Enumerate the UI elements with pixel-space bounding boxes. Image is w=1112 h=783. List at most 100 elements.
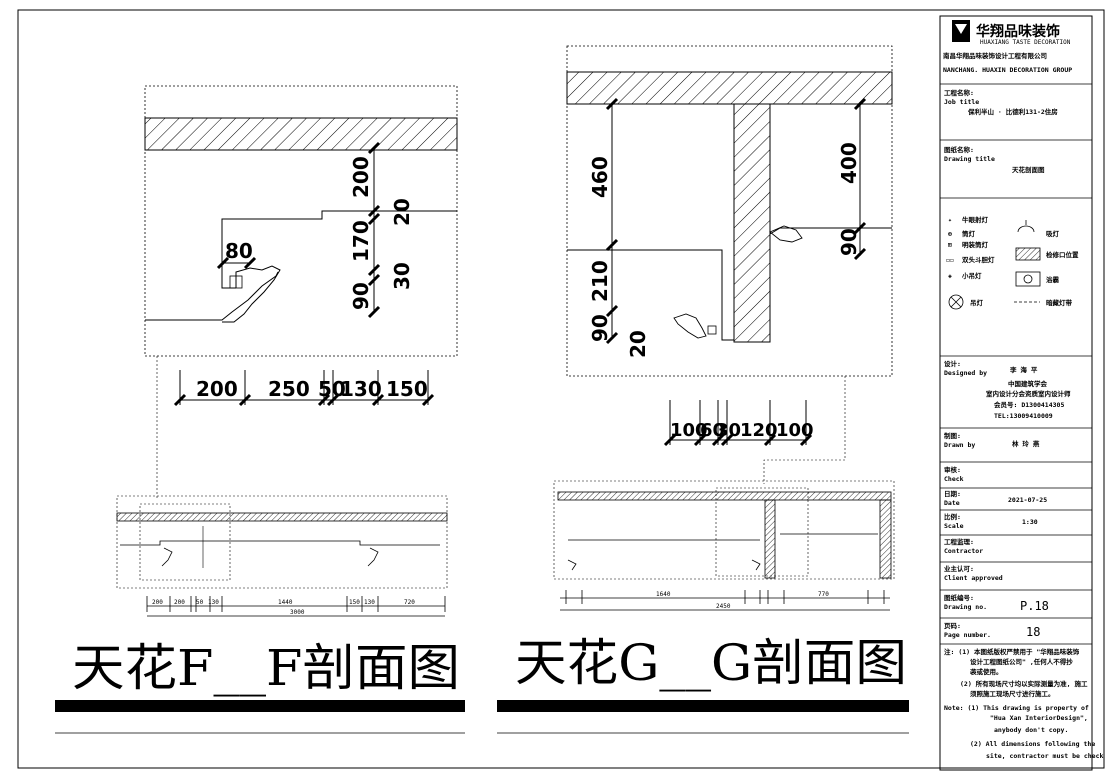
legend-icon: ✦ xyxy=(948,216,952,224)
svg-text:小吊灯: 小吊灯 xyxy=(961,271,982,280)
dim-label: 20 xyxy=(626,330,650,358)
svg-text:页码:: 页码: xyxy=(944,622,961,630)
svg-text:工程监理:: 工程监理: xyxy=(944,537,974,546)
notes: 注: (1) 本图纸版权严禁用于 "华翔品味装饰 设计工程图纸公司" ,任何人不… xyxy=(944,647,1103,760)
dim-label: 200 xyxy=(196,377,238,401)
dim-label: 400 xyxy=(837,142,861,184)
section-f-title: 天花F__F剖面图 xyxy=(72,639,460,697)
svg-text:Contractor: Contractor xyxy=(944,547,983,555)
svg-text:牛眼射灯: 牛眼射灯 xyxy=(962,215,989,224)
svg-text:袭或使用。: 袭或使用。 xyxy=(969,667,1003,676)
section-f-overview: 200 200 50 130 1440 150 130 720 3000 xyxy=(116,495,448,617)
svg-text:吊灯: 吊灯 xyxy=(970,298,984,307)
overview-dim: 150 xyxy=(349,599,360,606)
dim-label: 30 xyxy=(390,262,414,290)
dim-label: 30 xyxy=(716,420,741,441)
company-en: NANCHANG. HUAXIN DECORATION GROUP xyxy=(943,66,1072,74)
svg-text:筒灯: 筒灯 xyxy=(962,229,976,238)
svg-text:明装筒灯: 明装筒灯 xyxy=(962,240,989,249)
svg-text:Page number.: Page number. xyxy=(944,631,991,639)
svg-text:Drawing title: Drawing title xyxy=(944,155,995,163)
svg-text:吸灯: 吸灯 xyxy=(1046,229,1060,238)
dim-label: 20 xyxy=(390,198,414,226)
svg-text:制图:: 制图: xyxy=(944,431,961,440)
overview-dim: 720 xyxy=(404,599,415,606)
section-g-overview: 1640 770 2450 xyxy=(553,480,895,611)
bath-heater-icon xyxy=(1015,271,1041,287)
drawing-title: 天花剖面图 xyxy=(1012,165,1045,174)
dim-label: 150 xyxy=(386,377,428,401)
svg-text:浴霸: 浴霸 xyxy=(1046,275,1060,284)
legend-icon: ⊕ xyxy=(948,230,952,238)
dim-label: 50 xyxy=(318,377,346,401)
brand-name: 华翔品味装饰 xyxy=(976,23,1060,40)
overview-dim: 50 xyxy=(196,599,204,606)
svg-text:设计工程图纸公司" ,任何人不得抄: 设计工程图纸公司" ,任何人不得抄 xyxy=(970,657,1073,666)
dim-label: 100 xyxy=(670,420,708,441)
scale-value: 1:30 xyxy=(1022,518,1038,526)
dim-label: 210 xyxy=(588,260,612,302)
svg-text:Scale: Scale xyxy=(944,522,964,530)
overview-dim: 1640 xyxy=(656,591,671,598)
svg-text:审核:: 审核: xyxy=(944,465,961,474)
overview-dim: 130 xyxy=(364,599,375,606)
svg-text:Drawn by: Drawn by xyxy=(944,441,975,449)
dim-label: 80 xyxy=(225,239,253,263)
overview-dim: 200 xyxy=(152,599,163,606)
section-g-title: 天花G__G剖面图 xyxy=(515,634,907,692)
svg-text:site, contractor must be check: site, contractor must be check xyxy=(986,752,1103,760)
svg-text:中国建筑学会: 中国建筑学会 xyxy=(1008,379,1048,388)
title-underline xyxy=(497,700,909,712)
slab-hatch xyxy=(144,117,458,151)
dim-label: 90 xyxy=(349,282,373,310)
svg-text:Check: Check xyxy=(944,475,964,483)
svg-text:Drawing no.: Drawing no. xyxy=(944,603,987,611)
overview-dim: 1440 xyxy=(278,599,293,606)
svg-text:TEL:13009410009: TEL:13009410009 xyxy=(994,412,1053,420)
dim-label: 120 xyxy=(740,420,778,441)
svg-text:(2) 所有现场尺寸均以实际测量为准, 施工: (2) 所有现场尺寸均以实际测量为准, 施工 xyxy=(960,679,1088,688)
overview-dim: 200 xyxy=(174,599,185,606)
brand-en: HUAXIANG TASTE DECORATION xyxy=(980,39,1071,46)
svg-text:Note: (1) This drawing is prop: Note: (1) This drawing is property of xyxy=(944,704,1089,712)
slab-hatch xyxy=(566,71,893,105)
svg-text:日期:: 日期: xyxy=(944,489,961,498)
dim-label: 200 xyxy=(349,156,373,198)
detail-frame xyxy=(144,85,458,357)
access-panel-icon xyxy=(1015,247,1041,261)
section-g-horizontal-dims: 100 60 30 120 100 xyxy=(663,400,814,447)
svg-text:Client approved: Client approved xyxy=(944,574,1003,582)
svg-text:室内设计分会资质室内设计师: 室内设计分会资质室内设计师 xyxy=(986,389,1071,398)
dim-label: 100 xyxy=(776,420,814,441)
svg-text:工程名称:: 工程名称: xyxy=(944,88,974,97)
ceiling-light-icon xyxy=(1017,220,1035,233)
overview-dim: 130 xyxy=(208,599,219,606)
dim-label: 170 xyxy=(349,220,373,262)
page-number: 18 xyxy=(1026,625,1040,639)
svg-text:业主认可:: 业主认可: xyxy=(944,564,974,573)
designer-name: 李 海 平 xyxy=(1009,365,1038,374)
svg-text:(2) All dimensions following t: (2) All dimensions following the xyxy=(970,740,1095,748)
date-value: 2021-07-25 xyxy=(1008,496,1047,504)
svg-text:Designed by: Designed by xyxy=(944,369,987,377)
svg-text:"Hua Xan InteriorDesign",: "Hua Xan InteriorDesign", xyxy=(990,714,1088,722)
svg-text:Date: Date xyxy=(944,499,960,507)
brand-logo-icon xyxy=(952,20,970,42)
title-block: 华翔品味装饰 HUAXIANG TASTE DECORATION 南昌华翔品味装… xyxy=(939,15,1103,771)
detail-frame xyxy=(566,45,893,377)
svg-text:检修口位置: 检修口位置 xyxy=(1046,250,1079,259)
svg-text:暗藏灯带: 暗藏灯带 xyxy=(1046,298,1073,307)
dim-label: 90 xyxy=(837,228,861,256)
dim-label: 60 xyxy=(700,420,725,441)
svg-text:图纸编号:: 图纸编号: xyxy=(944,593,974,602)
section-f-detail: 200 20 170 30 90 80 xyxy=(144,85,458,357)
legend-icon: ◈ xyxy=(948,272,952,280)
section-g-detail: 460 210 90 20 400 90 xyxy=(566,45,893,377)
svg-text:须照施工现场尺寸进行施工。: 须照施工现场尺寸进行施工。 xyxy=(970,689,1055,698)
pendant-lamp-icon xyxy=(948,294,964,310)
title-underline xyxy=(55,700,465,712)
drawing-number: P.18 xyxy=(1020,599,1049,613)
svg-text:会员号: D1300414305: 会员号: D1300414305 xyxy=(994,400,1064,409)
legend-icon: ▭▭ xyxy=(946,256,954,264)
